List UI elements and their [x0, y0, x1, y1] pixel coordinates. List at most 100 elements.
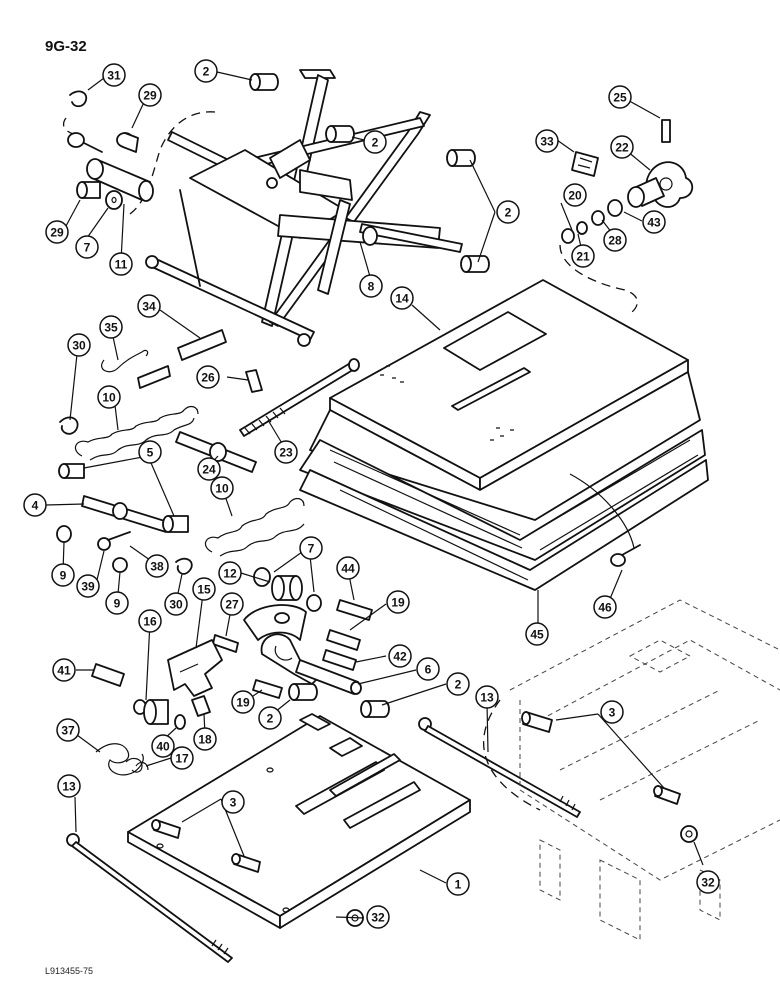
callout-24: 24 [197, 457, 221, 481]
pin-42 [322, 649, 357, 671]
washer-7-lower-left [253, 567, 271, 587]
long-bolt-13-right [418, 717, 581, 818]
callout-2-right: 2 [496, 200, 520, 224]
callout-10-upper: 10 [97, 385, 121, 409]
svg-text:33: 33 [540, 135, 554, 149]
bushing-b [325, 125, 355, 143]
callout-37: 37 [56, 718, 80, 742]
callout-28: 28 [603, 228, 627, 252]
bushing-f [360, 700, 390, 718]
roller-12 [271, 575, 303, 601]
svg-text:1: 1 [455, 878, 462, 892]
pin-19-upper [326, 629, 361, 651]
spacer-5-upper [58, 463, 85, 479]
callout-19-upper: 19 [386, 590, 410, 614]
svg-text:29: 29 [143, 89, 157, 103]
svg-text:35: 35 [104, 321, 118, 335]
nut-32-right [680, 825, 698, 843]
callout-13-left: 13 [57, 774, 81, 798]
svg-text:6: 6 [425, 663, 432, 677]
retaining-clip-30-lower [175, 557, 193, 575]
page-reference: 9G-32 [45, 38, 87, 55]
shock-mount-pin-29-lower [76, 181, 101, 199]
svg-text:28: 28 [608, 234, 622, 248]
callout-2-top: 2 [194, 59, 218, 83]
svg-text:18: 18 [198, 733, 212, 747]
svg-text:29: 29 [50, 226, 64, 240]
callout-29-lower: 29 [45, 220, 69, 244]
svg-text:10: 10 [215, 482, 229, 496]
svg-text:2: 2 [267, 712, 274, 726]
callout-4: 4 [23, 493, 47, 517]
stud-3-center [231, 853, 261, 873]
bushing-a [249, 73, 279, 91]
callout-14: 14 [390, 286, 414, 310]
svg-text:38: 38 [150, 560, 164, 574]
callout-6: 6 [416, 657, 440, 681]
callout-34: 34 [137, 294, 161, 318]
frame-hidden-line [483, 699, 541, 811]
svg-text:37: 37 [61, 724, 75, 738]
callout-25: 25 [608, 85, 632, 109]
callout-1: 1 [446, 872, 470, 896]
segment-plate-15 [167, 639, 223, 697]
callout-23: 23 [274, 440, 298, 464]
svg-text:42: 42 [393, 650, 407, 664]
callout-29-upper: 29 [138, 83, 162, 107]
svg-text:17: 17 [175, 752, 189, 766]
svg-text:7: 7 [308, 542, 315, 556]
svg-text:22: 22 [615, 141, 629, 155]
bushing-c [446, 149, 476, 167]
spring-17 [125, 757, 149, 773]
pin-19-lower [252, 679, 283, 699]
svg-text:9: 9 [60, 569, 67, 583]
svg-text:3: 3 [609, 706, 616, 720]
svg-text:9: 9 [114, 597, 121, 611]
pivot-bushings [249, 73, 490, 718]
figure-code: L913455-75 [45, 966, 94, 976]
svg-text:30: 30 [72, 339, 86, 353]
adjustment-knob-group [561, 119, 694, 244]
torsion-spring-37 [95, 743, 144, 776]
tension-spring-10-upper [74, 405, 199, 461]
latch-18 [191, 695, 211, 717]
shaft-6 [295, 659, 362, 695]
svg-text:20: 20 [568, 189, 582, 203]
seat-top-plate [329, 279, 689, 491]
callout-33: 33 [535, 129, 559, 153]
callout-40: 40 [151, 734, 175, 758]
callout-32-right: 32 [696, 870, 720, 894]
svg-text:13: 13 [480, 691, 494, 705]
stud-3-frame-lower [653, 785, 681, 805]
callout-30-lower: 30 [164, 592, 188, 616]
callout-20: 20 [563, 183, 587, 207]
callout-7-lower: 7 [299, 536, 323, 560]
svg-text:2: 2 [505, 206, 512, 220]
screw-46-leader [569, 473, 635, 549]
callout-26: 26 [196, 365, 220, 389]
svg-text:43: 43 [647, 216, 661, 230]
svg-text:30: 30 [169, 598, 183, 612]
callout-46: 46 [593, 595, 617, 619]
knob-hidden-line [559, 244, 638, 313]
svg-text:7: 7 [84, 241, 91, 255]
shock-hidden-line [62, 117, 75, 135]
callout-18: 18 [193, 727, 217, 751]
screw-39 [97, 531, 131, 551]
callout-38: 38 [145, 554, 169, 578]
bushing-set-40 [133, 699, 186, 730]
svg-text:3: 3 [230, 796, 237, 810]
plug-9-left [56, 525, 72, 543]
retaining-clip-30-upper [59, 416, 79, 435]
callout-27: 27 [220, 592, 244, 616]
svg-text:10: 10 [102, 391, 116, 405]
return-spring-35 [101, 349, 149, 373]
svg-text:14: 14 [395, 292, 409, 306]
callout-35: 35 [99, 315, 123, 339]
callout-17: 17 [170, 746, 194, 770]
callout-41: 41 [52, 658, 76, 682]
svg-text:12: 12 [223, 567, 237, 581]
callout-13-right: 13 [475, 685, 499, 709]
scissor-linkage-assembly [145, 69, 463, 347]
callout-9-center: 9 [105, 591, 129, 615]
